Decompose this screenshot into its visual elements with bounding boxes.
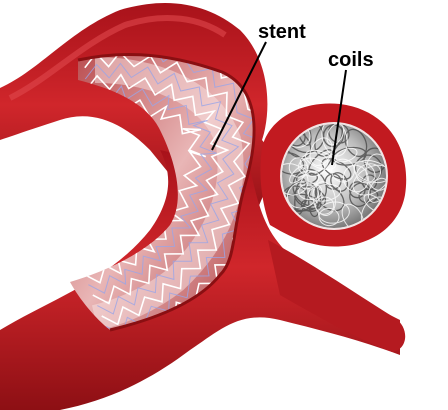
vessel-lumen (70, 52, 256, 332)
coil-loop (307, 183, 342, 202)
stent-strut (85, 85, 217, 294)
coil-loop (315, 196, 335, 215)
coil-loop (287, 180, 319, 209)
coil-loop (331, 158, 355, 183)
coil-loop (322, 124, 345, 148)
coil-loop (365, 153, 386, 191)
stent-leader-line (211, 41, 267, 151)
coil-mass (282, 124, 386, 228)
coil-loop (321, 124, 348, 157)
coil-loop (341, 203, 364, 228)
coil-loop (299, 152, 329, 172)
coils-leader-line (331, 69, 347, 166)
coils-label: coils (328, 49, 374, 71)
coil-loop (353, 160, 376, 183)
coil-loop (288, 157, 309, 178)
coil-loop (298, 182, 323, 201)
stent-strut (85, 73, 230, 305)
coil-loop (304, 149, 337, 170)
coil-loop (312, 181, 336, 216)
stent-strut (84, 62, 240, 315)
coil-loop (330, 172, 349, 192)
coil-loop (354, 159, 386, 184)
coil-loop (342, 164, 369, 193)
stent-label: stent (258, 21, 306, 43)
coil-loop (314, 124, 343, 157)
stent-strut (84, 54, 251, 326)
